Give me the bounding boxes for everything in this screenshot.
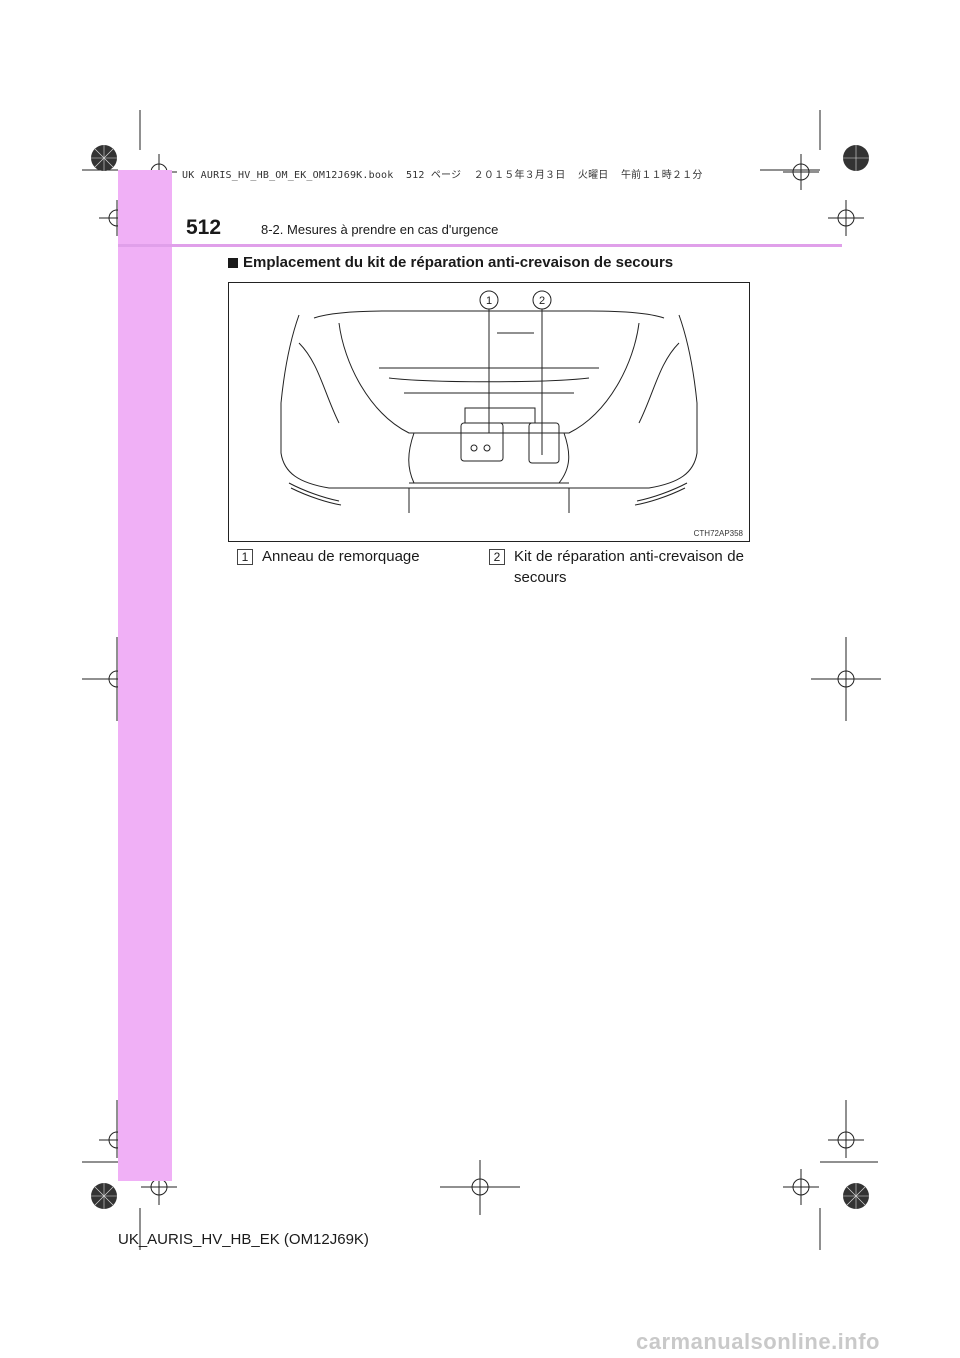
document-id: UK_AURIS_HV_HB_EK (OM12J69K): [118, 1231, 369, 1248]
car-rear-drawing: 1 2: [280, 290, 698, 513]
legend-number: 2: [489, 549, 505, 565]
svg-text:2: 2: [539, 295, 545, 307]
section-heading: Emplacement du kit de réparation anti-cr…: [243, 254, 674, 271]
legend-text: Kit de réparation anti-crevaison de seco…: [514, 548, 744, 586]
book-stamp: UK AURIS_HV_HB_OM_EK_OM12J69K.book 512 ペ…: [182, 170, 703, 181]
heading-bullet-icon: [228, 258, 238, 268]
legend-text: Anneau de remorquage: [262, 548, 420, 565]
sidebar-strip: [118, 178, 172, 1181]
illustration-code: CTH72AP358: [693, 529, 743, 538]
sidebar-strip-top: [118, 170, 172, 180]
trunk-illustration: 1 2 CTH72AP358: [228, 282, 750, 542]
svg-text:1: 1: [486, 295, 492, 307]
header-rule: [118, 244, 842, 247]
watermark: carmanualsonline.info: [636, 1329, 880, 1354]
legend-number: 1: [237, 549, 253, 565]
section-title: 8-2. Mesures à prendre en cas d'urgence: [261, 222, 499, 237]
page-number: 512: [186, 216, 222, 239]
